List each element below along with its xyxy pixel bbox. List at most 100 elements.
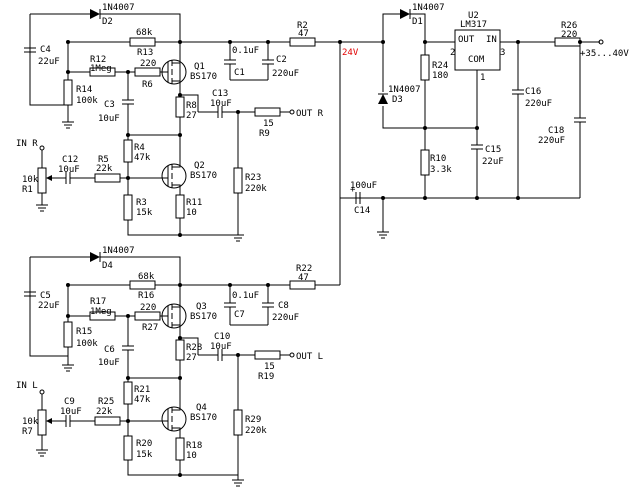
label-r3-val: 15k <box>136 208 153 218</box>
label-q4-type: BS170 <box>190 413 217 423</box>
label-r24: R24 <box>432 61 448 71</box>
label-c2: C2 <box>276 55 287 65</box>
label-r11: R11 <box>186 198 202 208</box>
diode-d2 <box>90 9 100 19</box>
resistor-r19 <box>254 350 281 360</box>
label-r6-val: 220 <box>140 59 156 69</box>
label-r1: R1 <box>22 185 33 195</box>
label-d1: D1 <box>412 17 423 27</box>
resistor-r23 <box>233 167 243 194</box>
label-c8-val: 220uF <box>272 313 299 323</box>
pin-2-label: 2 <box>450 48 455 58</box>
pin-1-label: 1 <box>480 73 485 83</box>
label-r5-val: 22k <box>96 164 113 174</box>
label-q2-type: BS170 <box>190 171 217 181</box>
resistor-r22 <box>289 280 316 290</box>
label-r17-val: 1Meg <box>90 307 112 317</box>
resistor-r2 <box>289 37 316 47</box>
input-left: IN L <box>16 381 38 391</box>
label-r20-val: 15k <box>136 450 153 460</box>
label-d3-type: 1N4007 <box>388 85 421 95</box>
label-c15-val: 22uF <box>482 157 504 167</box>
label-r9-val: 15 <box>263 119 274 129</box>
label-r19: R19 <box>258 372 274 382</box>
resistor-r12 <box>89 67 116 77</box>
label-r7-val: 10k <box>22 417 39 427</box>
label-d1-type: 1N4007 <box>412 3 445 13</box>
label-r10-val: 3.3k <box>430 165 452 175</box>
label-r29: R29 <box>245 415 261 425</box>
label-r10: R10 <box>430 154 446 164</box>
input-right: IN R <box>16 139 38 149</box>
label-c14-plus: + <box>350 185 356 195</box>
label-d3: D3 <box>392 95 403 105</box>
label-c10-val: 10uF <box>210 342 232 352</box>
label-c14: C14 <box>354 206 370 216</box>
resistor-r3 <box>123 194 133 221</box>
label-r15-val: 100k <box>76 339 98 349</box>
label-r14-val: 100k <box>76 96 98 106</box>
label-r23: R23 <box>245 173 261 183</box>
label-c6-val: 10uF <box>98 358 120 368</box>
label-d4: D4 <box>102 261 113 271</box>
label-r17: R17 <box>90 297 106 307</box>
resistor-r11 <box>175 194 185 219</box>
resistor-r14 <box>63 79 73 106</box>
transistor-q2 <box>161 163 187 189</box>
label-q1: Q1 <box>194 62 205 72</box>
label-c5-val: 22uF <box>38 301 60 311</box>
label-r13-val: 68k <box>136 28 153 38</box>
label-r28-val: 27 <box>186 353 197 363</box>
label-q3-type: BS170 <box>190 312 217 322</box>
label-u2: U2 <box>468 11 479 21</box>
label-c1: C1 <box>234 68 245 78</box>
label-r26: R26 <box>561 21 577 31</box>
label-q1-type: BS170 <box>190 72 217 82</box>
label-c18-val: 220uF <box>538 136 565 146</box>
left-channel: 1N4007 D4 C5 22uF 68k R16 R17 1Meg R15 1… <box>16 246 340 487</box>
label-c3: C3 <box>104 100 115 110</box>
output-right: OUT R <box>296 109 324 119</box>
label-r12-val: 1Meg <box>90 64 112 74</box>
label-c16: C16 <box>525 87 541 97</box>
label-c8: C8 <box>278 301 289 311</box>
resistor-r28 <box>175 339 185 361</box>
label-r4-val: 47k <box>134 153 151 163</box>
label-c5: C5 <box>40 291 51 301</box>
label-q4: Q4 <box>196 403 207 413</box>
diode-d4 <box>90 252 100 262</box>
label-r11-val: 10 <box>186 208 197 218</box>
label-c18: C18 <box>548 126 564 136</box>
pin-out-label: OUT <box>458 35 475 45</box>
transistor-q4 <box>161 406 187 432</box>
label-r20: R20 <box>136 439 152 449</box>
label-r1-val: 10k <box>22 175 39 185</box>
pin-3-label: 3 <box>500 48 505 58</box>
label-r22: R22 <box>296 264 312 274</box>
label-c14-val: 100uF <box>350 181 377 191</box>
output-left: OUT L <box>296 352 323 362</box>
label-r14: R14 <box>76 85 92 95</box>
label-r24-val: 180 <box>432 71 448 81</box>
label-r27-val: 220 <box>140 303 156 313</box>
label-c3-val: 10uF <box>98 114 120 124</box>
label-q3: Q3 <box>196 302 207 312</box>
label-c16-val: 220uF <box>525 99 552 109</box>
label-r21: R21 <box>134 385 150 395</box>
label-c1-val: 0.1uF <box>232 46 259 56</box>
label-r3: R3 <box>136 198 147 208</box>
resistor-r21 <box>123 381 133 405</box>
label-c7-val: 0.1uF <box>232 291 259 301</box>
label-c12-val: 10uF <box>58 165 80 175</box>
label-c4-val: 22uF <box>38 57 60 67</box>
label-r12: R12 <box>90 55 106 65</box>
label-r7: R7 <box>22 427 33 437</box>
label-c9-val: 10uF <box>60 407 82 417</box>
label-r9: R9 <box>259 129 270 139</box>
label-r5: R5 <box>98 155 109 165</box>
label-r18: R18 <box>186 441 202 451</box>
label-r25-val: 22k <box>96 407 113 417</box>
label-r28: R28 <box>186 343 202 353</box>
resistor-r18 <box>175 437 185 461</box>
